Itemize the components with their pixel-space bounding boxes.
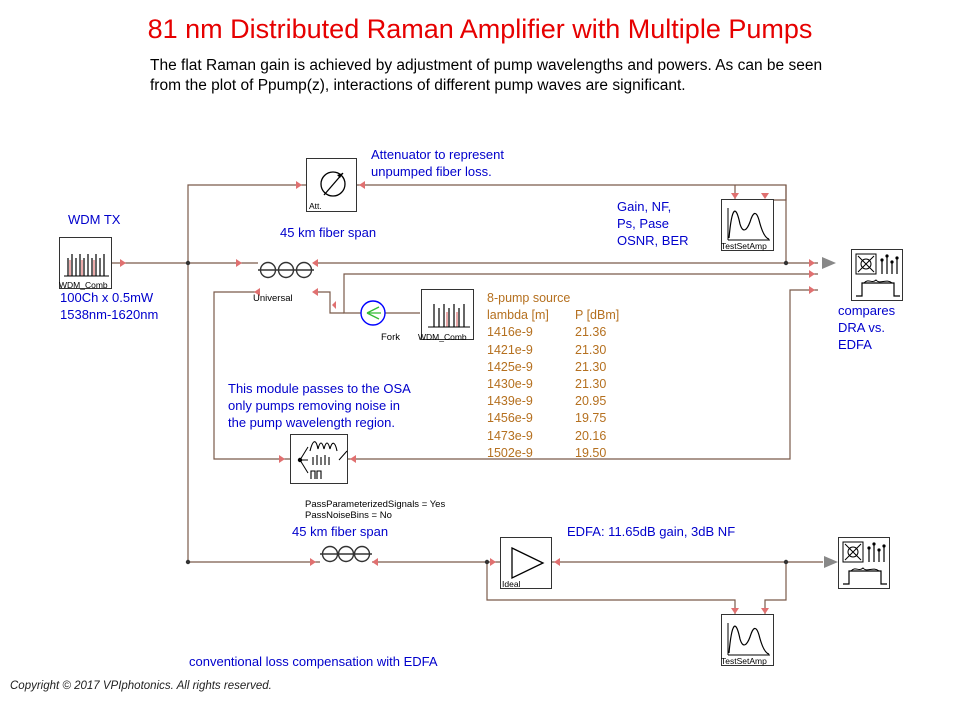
pump-header-power: P [dBm] xyxy=(575,308,620,323)
attenuator-note-1: Attenuator to represent xyxy=(371,147,504,162)
attenuator-note-2: unpumped fiber loss. xyxy=(371,164,492,179)
pump-filter-module[interactable] xyxy=(290,434,348,484)
osa-top-module[interactable] xyxy=(851,249,903,301)
pump-header-lambda: lambda [m] xyxy=(487,308,549,323)
wdm-comb-pump-icon xyxy=(428,304,470,328)
test-set-plot-icon xyxy=(727,208,770,241)
pump-power: 20.16 xyxy=(575,428,607,443)
wdm-comb-pump-label: WDM_Comb xyxy=(418,332,467,342)
attenuator-label: Att. xyxy=(309,201,322,211)
tx-spec-channels: 100Ch x 0.5mW xyxy=(60,290,154,305)
test-set-top-label: TestSetAmp xyxy=(721,241,767,251)
test-set-top-module[interactable]: TestSetAmp xyxy=(721,199,774,251)
test-set-bottom-label: TestSetAmp xyxy=(721,656,767,666)
wdm-comb-icon xyxy=(64,254,109,277)
osa-spectrum-icon xyxy=(842,541,887,585)
meas-note-1: Gain, NF, xyxy=(617,199,672,214)
pump-power: 21.30 xyxy=(575,359,607,374)
span-top-label: 45 km fiber span xyxy=(280,225,377,240)
pump-source-table: 8-pump source lambda [m] P [dBm] 1416e-9… xyxy=(487,290,619,462)
pump-row: 1473e-9 20.16 xyxy=(487,428,619,445)
pump-lambda: 1416e-9 xyxy=(487,325,533,340)
wdm-comb-tx-label: WDM_Comb xyxy=(59,280,108,290)
pump-power: 20.95 xyxy=(575,394,607,409)
pump-header-row: lambda [m] P [dBm] xyxy=(487,307,619,324)
fork-label: Fork xyxy=(381,332,400,343)
compares-note-2: DRA vs. xyxy=(838,320,885,335)
wdm-comb-pump-module[interactable]: WDM_Comb xyxy=(418,289,474,342)
module-note-1: This module passes to the OSA xyxy=(228,381,411,396)
pump-lambda: 1473e-9 xyxy=(487,428,533,443)
wdm-tx-label: WDM TX xyxy=(68,212,121,227)
wire-to-att xyxy=(187,184,306,263)
tx-spec-range: 1538nm-1620nm xyxy=(60,307,159,322)
edfa-label: EDFA: 11.65dB gain, 3dB NF xyxy=(567,524,736,539)
page-subtitle: The flat Raman gain is achieved by adjus… xyxy=(150,57,823,94)
pump-power: 19.50 xyxy=(575,445,607,460)
meas-note-2: Ps, Pase xyxy=(617,216,670,231)
fork-icon[interactable] xyxy=(360,300,386,326)
pump-lambda: 1430e-9 xyxy=(487,376,533,391)
osa-spectrum-icon xyxy=(855,253,900,297)
span-bottom-label: 45 km fiber span xyxy=(292,524,389,539)
pump-row: 1421e-9 21.30 xyxy=(487,342,619,359)
pump-row: 1456e-9 19.75 xyxy=(487,410,619,427)
pump-row: 1416e-9 21.36 xyxy=(487,324,619,341)
page-title: 81 nm Distributed Raman Amplifier with M… xyxy=(147,14,813,44)
wire-edfa-out-to-test xyxy=(764,562,787,615)
compares-note-3: EDFA xyxy=(838,337,872,352)
edfa-ideal-module[interactable]: Ideal xyxy=(500,537,552,589)
pump-lambda: 1425e-9 xyxy=(487,359,533,374)
fiber-span-top-icon[interactable] xyxy=(258,261,314,279)
pump-power: 21.30 xyxy=(575,376,607,391)
module-note-3: the pump wavelength region. xyxy=(228,415,395,430)
pump-lambda: 1439e-9 xyxy=(487,394,533,409)
pump-power: 19.75 xyxy=(575,411,607,426)
test-set-plot-icon xyxy=(727,623,770,656)
wire-out-to-test xyxy=(765,185,787,201)
compares-note-1: compares xyxy=(838,303,896,318)
wire-fork-to-osa xyxy=(343,273,818,314)
filter-switch-icon xyxy=(297,441,348,479)
pump-row: 1439e-9 20.95 xyxy=(487,393,619,410)
meas-note-3: OSNR, BER xyxy=(617,233,689,248)
pump-lambda: 1502e-9 xyxy=(487,445,533,460)
pump-row: 1502e-9 19.50 xyxy=(487,445,619,462)
param-pass-noise: PassNoiseBins = No xyxy=(305,510,392,521)
param-pass-signals: PassParameterizedSignals = Yes xyxy=(305,499,446,510)
wire-fiber-to-filter xyxy=(213,291,290,460)
fiber-span-bottom-icon[interactable] xyxy=(320,545,372,563)
pump-lambda: 1421e-9 xyxy=(487,342,533,357)
test-set-bottom-module[interactable]: TestSetAmp xyxy=(721,614,774,666)
wire-filter-to-osa xyxy=(348,289,818,460)
pump-power: 21.36 xyxy=(575,325,607,340)
universal-label: Universal xyxy=(253,293,293,304)
wire-fork-to-fiber xyxy=(314,291,344,314)
conventional-note: conventional loss compensation with EDFA xyxy=(189,654,438,669)
copyright-notice: Copyright © 2017 VPIphotonics. All right… xyxy=(10,680,272,692)
pump-row: 1425e-9 21.30 xyxy=(487,359,619,376)
wire-edfa-in-to-test xyxy=(486,562,736,615)
wdm-comb-tx-module[interactable]: WDM_Comb xyxy=(59,237,112,290)
pump-source-title: 8-pump source xyxy=(487,291,571,305)
module-note-2: only pumps removing noise in xyxy=(228,398,400,413)
pump-row: 1430e-9 21.30 xyxy=(487,376,619,393)
attenuator-module[interactable]: Att. xyxy=(306,158,357,212)
amplifier-triangle-icon xyxy=(511,546,545,580)
pump-lambda: 1456e-9 xyxy=(487,411,533,426)
pump-power: 21.30 xyxy=(575,342,607,357)
edfa-ideal-label: Ideal xyxy=(502,579,521,589)
attenuator-icon xyxy=(320,171,346,197)
osa-bottom-module[interactable] xyxy=(838,537,890,589)
